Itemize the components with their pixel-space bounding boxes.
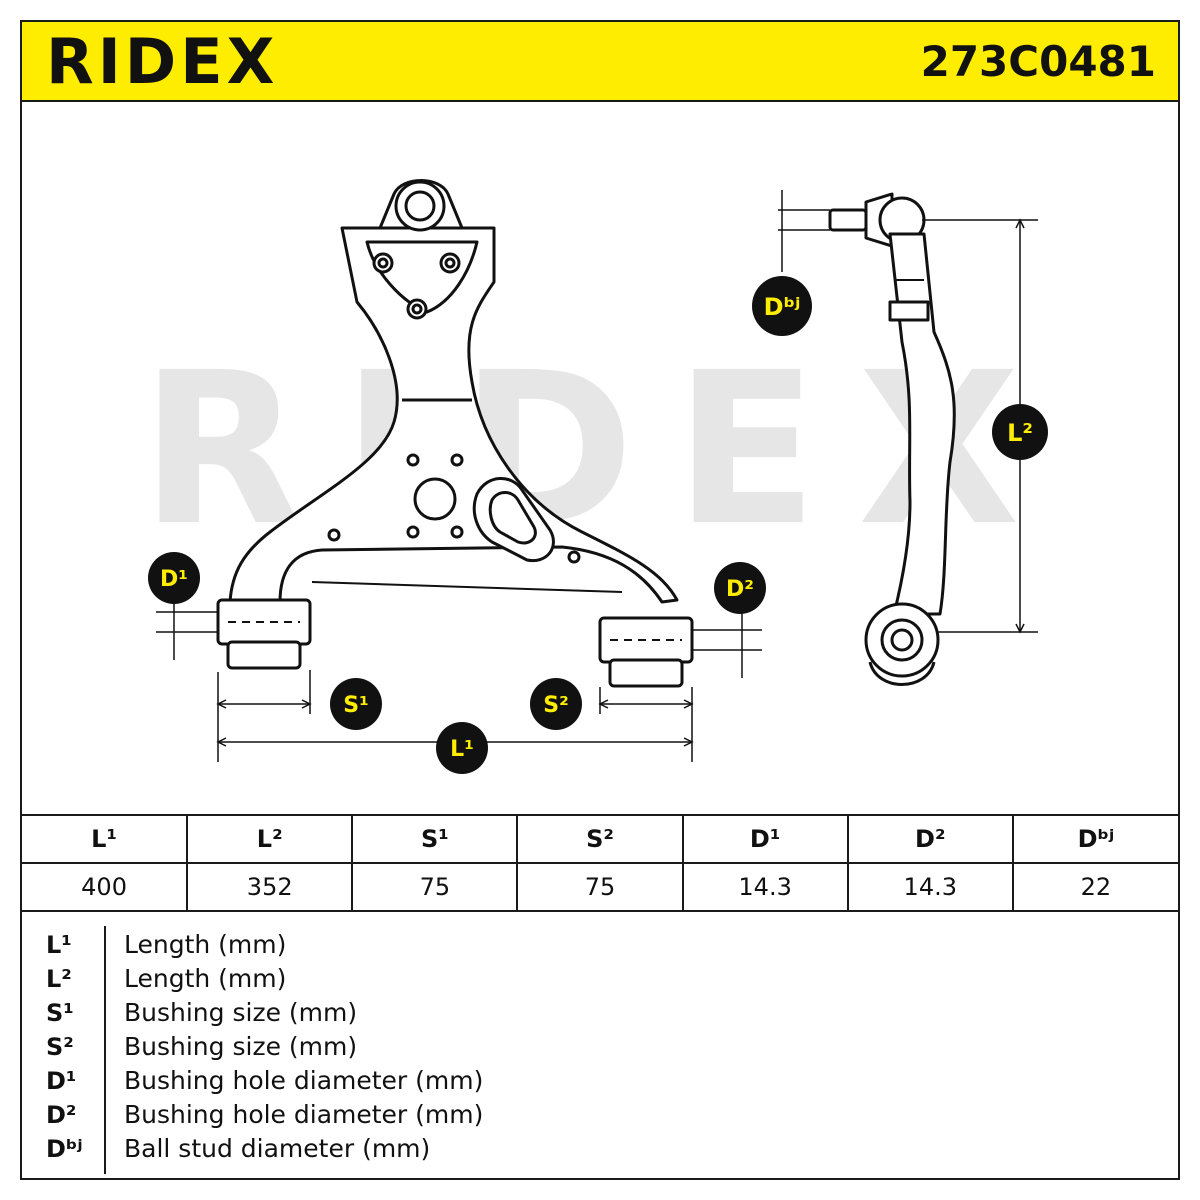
legend-item: L¹ Length (mm)	[22, 928, 1178, 962]
spec-header: D²	[846, 814, 1014, 864]
legend-item: S¹ Bushing size (mm)	[22, 996, 1178, 1030]
svg-text:L¹: L¹	[450, 737, 474, 762]
legend-description: Bushing hole diameter (mm)	[124, 1100, 484, 1129]
spec-value: 22	[1011, 862, 1178, 912]
spec-value-row: 400 352 75 75 14.3 14.3 22	[22, 862, 1178, 912]
legend-description: Length (mm)	[124, 964, 287, 993]
svg-text:D²: D²	[726, 577, 754, 602]
legend-description: Bushing hole diameter (mm)	[124, 1066, 484, 1095]
spec-value: 75	[516, 862, 684, 912]
brand-logo: RIDEX	[46, 25, 279, 98]
legend-description: Length (mm)	[124, 930, 287, 959]
legend-description: Bushing size (mm)	[124, 998, 358, 1027]
spec-header: S²	[516, 814, 684, 864]
badge-l2: L²	[992, 404, 1048, 460]
spec-header: L²	[186, 814, 354, 864]
part-number: 273C0481	[920, 37, 1156, 86]
legend-symbol: S²	[46, 1033, 74, 1061]
product-sheet: RIDEX 273C0481 RIDEX	[20, 20, 1180, 1180]
badge-dbj: Dᵇʲ	[752, 276, 812, 336]
legend-symbol: Dᵇʲ	[46, 1135, 83, 1163]
svg-text:L²: L²	[1007, 419, 1033, 447]
spec-value: 75	[351, 862, 519, 912]
badge-s2: S²	[530, 678, 582, 730]
spec-header-row: L¹ L² S¹ S² D¹ D² Dᵇʲ	[22, 814, 1178, 864]
badge-l1: L¹	[436, 722, 488, 774]
svg-text:S²: S²	[543, 693, 568, 718]
technical-drawing: RIDEX	[22, 102, 1178, 814]
control-arm-side-view	[828, 192, 956, 686]
spec-table: L¹ L² S¹ S² D¹ D² Dᵇʲ 400 352 75 75 14.3…	[22, 814, 1178, 912]
legend: L¹ Length (mm) L² Length (mm) S¹ Bushing…	[22, 914, 1178, 1178]
legend-symbol: L¹	[46, 931, 72, 959]
svg-text:Dᵇʲ: Dᵇʲ	[764, 293, 801, 321]
legend-symbol: L²	[46, 965, 72, 993]
legend-item: S² Bushing size (mm)	[22, 1030, 1178, 1064]
legend-description: Ball stud diameter (mm)	[124, 1134, 431, 1163]
legend-symbol: D²	[46, 1101, 77, 1129]
spec-header: S¹	[351, 814, 519, 864]
badge-s1: S¹	[330, 678, 382, 730]
spec-header: D¹	[681, 814, 849, 864]
control-arm-front-view	[216, 179, 694, 688]
spec-value: 14.3	[681, 862, 849, 912]
legend-item: Dᵇʲ Ball stud diameter (mm)	[22, 1132, 1178, 1166]
svg-text:D¹: D¹	[160, 567, 188, 592]
header-bar: RIDEX 273C0481	[22, 22, 1178, 102]
badge-d2: D²	[714, 562, 766, 614]
legend-divider	[104, 926, 106, 1174]
legend-description: Bushing size (mm)	[124, 1032, 358, 1061]
legend-symbol: D¹	[46, 1067, 77, 1095]
spec-header: L¹	[22, 814, 189, 864]
spec-value: 14.3	[846, 862, 1014, 912]
svg-text:S¹: S¹	[343, 693, 368, 718]
legend-symbol: S¹	[46, 999, 74, 1027]
spec-value: 352	[186, 862, 354, 912]
spec-header: Dᵇʲ	[1011, 814, 1178, 864]
legend-item: L² Length (mm)	[22, 962, 1178, 996]
legend-item: D² Bushing hole diameter (mm)	[22, 1098, 1178, 1132]
badge-d1: D¹	[148, 552, 200, 604]
legend-item: D¹ Bushing hole diameter (mm)	[22, 1064, 1178, 1098]
spec-value: 400	[22, 862, 189, 912]
